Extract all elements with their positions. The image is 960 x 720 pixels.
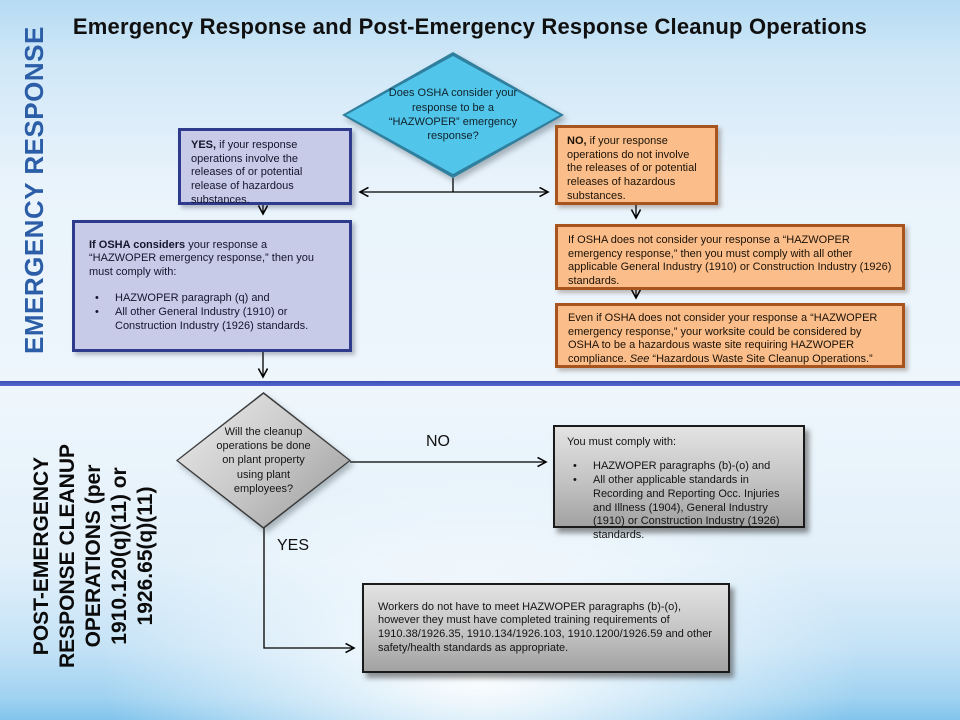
comply-hazwoper-intro: If OSHA considers your response a “HAZWO…: [89, 239, 335, 280]
bullet-item: HAZWOPER paragraph (q) and: [89, 292, 335, 306]
yes-flow-label: YES: [277, 537, 310, 554]
vlabel-line: POST-EMERGENCY: [30, 456, 53, 656]
vlabel-line: RESPONSE CLEANUP: [56, 443, 79, 669]
even-if-text-end: “Hazardous Waste Site Cleanup Operations…: [649, 352, 873, 365]
even-if-text: Even if OSHA does not consider your resp…: [568, 312, 878, 365]
no-branch-box: NO, if your response operations do not i…: [555, 125, 718, 205]
comply-hazwoper-lead: If OSHA considers: [89, 238, 186, 251]
bullet-item: All other applicable standards in Record…: [567, 474, 791, 542]
no-flow-label: NO: [426, 433, 450, 450]
decision-hazwoper-response: Does OSHA consider your response to be a…: [342, 52, 564, 178]
section-label-emergency-response: EMERGENCY RESPONSE: [19, 26, 49, 354]
yes-branch-box: YES, if your response operations involve…: [178, 128, 352, 206]
vlabel-line: 1926.65(q)(11): [134, 486, 157, 626]
vlabel-line: 1910.120(q)(11) or: [108, 467, 131, 645]
comply-b-o-box: You must comply with: HAZWOPER paragraph…: [553, 425, 805, 541]
decision-plant-property: Will the cleanup operations be done on p…: [176, 392, 351, 529]
decision-text: Does OSHA consider your response to be a…: [388, 87, 518, 143]
even-if-box: Even if OSHA does not consider your resp…: [555, 303, 905, 368]
section-divider: [0, 381, 960, 386]
bullet-item: All other General Industry (1910) or Con…: [89, 306, 335, 333]
workers-training-box: Workers do not have to meet HAZWOPER par…: [362, 583, 730, 673]
decision-text: Will the cleanup operations be done on p…: [216, 425, 311, 495]
comply-b-o-intro: You must comply with:: [567, 436, 677, 448]
comply-b-o-bullets: HAZWOPER paragraphs (b)-(o) and All othe…: [567, 460, 791, 543]
bullet-item: HAZWOPER paragraphs (b)-(o) and: [567, 460, 791, 474]
section-label-post-emergency-cleanup: POST-EMERGENCY RESPONSE CLEANUP OPERATIO…: [29, 396, 161, 716]
comply-hazwoper-q-box: If OSHA considers your response a “HAZWO…: [72, 220, 352, 352]
vlabel-line: OPERATIONS (per: [82, 464, 105, 648]
no-text: if your response operations do not invol…: [567, 135, 697, 202]
not-considered-box: If OSHA does not consider your response …: [555, 224, 905, 290]
yes-text: if your response operations involve the …: [191, 139, 303, 206]
page-title: Emergency Response and Post-Emergency Re…: [72, 14, 868, 39]
comply-hazwoper-rest: your response a “HAZWOPER emergency resp…: [89, 238, 314, 278]
see-reference: See: [629, 352, 650, 365]
comply-hazwoper-bullets: HAZWOPER paragraph (q) and All other Gen…: [89, 291, 335, 334]
no-lead: NO,: [567, 135, 587, 147]
yes-lead: YES,: [191, 139, 217, 151]
